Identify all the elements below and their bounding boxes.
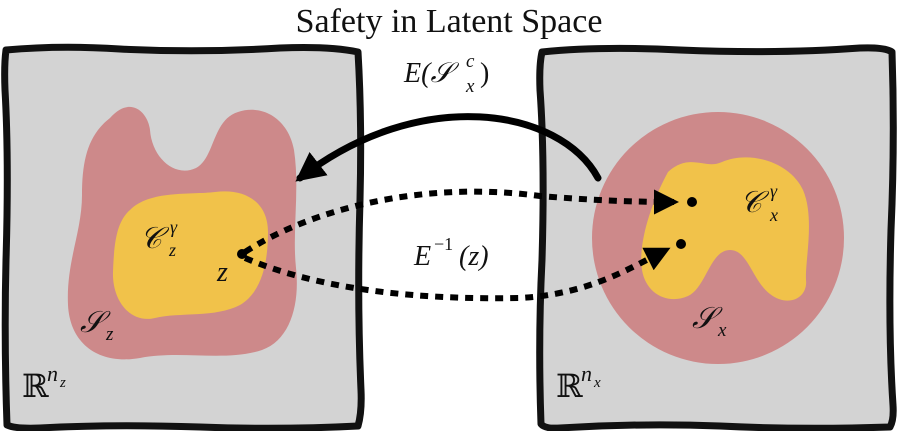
latent-space-label: ℝ n z — [22, 361, 66, 404]
latent-point-z — [237, 249, 247, 259]
observation-space-symbol: ℝ — [556, 368, 583, 404]
observation-space-panel — [536, 44, 897, 431]
decoder-label-sup: −1 — [434, 234, 453, 254]
decoder-arrow-upper — [243, 188, 680, 255]
encoder-label-main: E( — [403, 58, 432, 89]
diagram-title: Safety in Latent Space — [296, 3, 603, 40]
observation-safe-sub: x — [717, 320, 727, 341]
decoder-arrow-lower — [243, 247, 671, 302]
encoder-label-sub: x — [465, 76, 475, 97]
latent-space-exp: n — [47, 361, 58, 386]
svg-text:E(𝒮: E(𝒮 — [403, 58, 459, 89]
encoder-label-close: ) — [480, 58, 489, 89]
observation-controllable-set — [641, 157, 809, 301]
latent-space-panel — [1, 43, 365, 431]
encoder-label-letter: 𝒮 — [430, 58, 459, 89]
observation-space-exp: n — [581, 361, 592, 386]
latent-controllable-set — [112, 191, 269, 319]
latent-safe-sub: z — [105, 324, 114, 345]
decoder-label: E −1 (z) — [413, 234, 489, 272]
observation-controllable-sup: γ — [770, 181, 778, 201]
encoder-arrow — [295, 113, 602, 182]
observation-controllable-sub: x — [769, 205, 778, 225]
encoder-label: E(𝒮 c x ) — [403, 51, 489, 97]
latent-controllable-sup: γ — [170, 217, 178, 237]
decoder-label-main: E — [413, 241, 431, 272]
latent-space-exp-sub: z — [59, 375, 66, 391]
observation-point-upper — [687, 197, 697, 207]
encoder-label-sup: c — [466, 51, 475, 72]
latent-space-symbol: ℝ — [22, 368, 49, 404]
observation-space-label: ℝ n x — [556, 361, 601, 404]
latent-point-label: z — [216, 257, 228, 288]
decoder-label-arg: (z) — [459, 241, 489, 272]
observation-point-lower — [676, 239, 686, 249]
latent-controllable-sub: z — [168, 240, 176, 260]
observation-space-exp-sub: x — [593, 375, 601, 391]
